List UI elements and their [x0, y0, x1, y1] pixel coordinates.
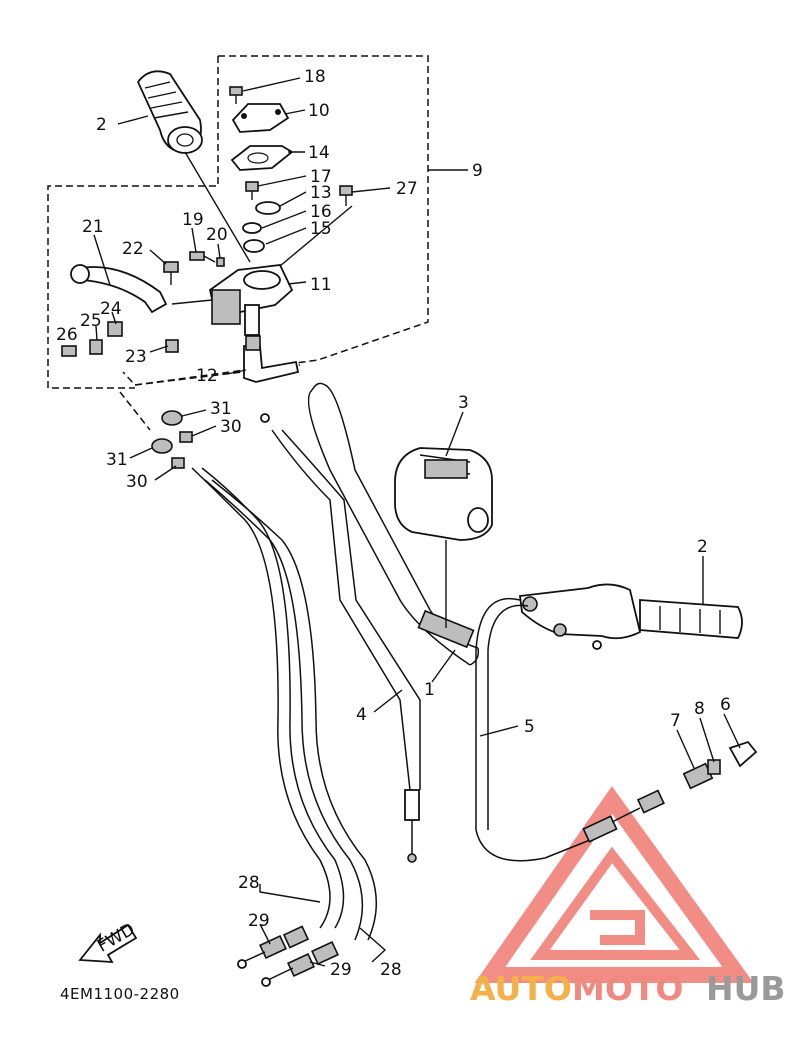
callout-15: 15 [310, 219, 332, 239]
part-28-cable-a [191, 467, 331, 929]
part-4-cable [271, 429, 411, 791]
small-hardware [61, 86, 353, 357]
group-box-upper [122, 55, 429, 386]
callout-21: 21 [82, 217, 104, 237]
part-31-washer-a [161, 410, 183, 426]
left-grip [136, 70, 203, 154]
callout-11: 11 [310, 275, 332, 295]
part-28-cable-b [204, 479, 364, 941]
fwd-arrow: FWD [78, 919, 138, 964]
callout-2-right: 2 [697, 537, 708, 557]
callout-9: 9 [472, 161, 483, 181]
callout-24: 24 [100, 299, 122, 319]
part-30-nut-a [179, 431, 193, 443]
watermark-hub: HUB [706, 969, 786, 1008]
part-3-switch-housing [394, 447, 493, 541]
callout-3: 3 [458, 393, 469, 413]
drawing-code: 4EM1100-2280 [60, 985, 180, 1003]
part-12-bracket [243, 345, 300, 383]
callout-29-b: 29 [330, 960, 352, 980]
part-1-handlebar [307, 382, 480, 666]
callout-13: 13 [310, 183, 332, 203]
callout-8: 8 [694, 699, 705, 719]
part-29-cable-ends [237, 925, 339, 987]
group-box-left [47, 56, 219, 389]
leader-lines [93, 77, 741, 967]
watermark-moto: MOTO [572, 969, 683, 1008]
callout-29-a: 29 [248, 911, 270, 931]
callout-30-b: 30 [126, 472, 148, 492]
callout-30-a: 30 [220, 417, 242, 437]
callout-10: 10 [308, 101, 330, 121]
callout-6: 6 [720, 695, 731, 715]
part-6-7-8-cable-end [582, 740, 758, 843]
callout-16: 16 [310, 202, 332, 222]
callout-20: 20 [206, 225, 228, 245]
callout-23: 23 [125, 347, 147, 367]
part-10-cover [231, 103, 290, 133]
callout-28-a: 28 [238, 873, 260, 893]
callout-27: 27 [396, 179, 418, 199]
callout-17: 17 [310, 167, 332, 187]
part-21-lever [78, 266, 168, 314]
callout-31-a: 31 [210, 399, 232, 419]
watermark-text: AUTO MOTO HUB [470, 969, 786, 1008]
callout-5: 5 [524, 717, 535, 737]
callout-14: 14 [308, 143, 330, 163]
callout-28-b: 28 [380, 960, 402, 980]
callout-22: 22 [122, 239, 144, 259]
callout-labels: 18 2 10 14 9 17 13 27 16 15 21 19 20 22 … [56, 67, 731, 980]
callout-2-left: 2 [96, 115, 107, 135]
right-grip-assembly [518, 583, 743, 650]
watermark-auto: AUTO [470, 969, 572, 1008]
callout-31-b: 31 [106, 450, 128, 470]
part-30-nut-b [171, 457, 185, 469]
callout-19: 19 [182, 210, 204, 230]
callout-18: 18 [304, 67, 326, 87]
callout-12: 12 [196, 366, 218, 386]
callout-7: 7 [670, 711, 681, 731]
watermark-logo [474, 786, 754, 983]
part-31-washer-b [151, 438, 173, 454]
callout-1: 1 [424, 680, 435, 700]
callout-26: 26 [56, 325, 78, 345]
callout-25: 25 [80, 311, 102, 331]
part-5-throttle-cable [475, 597, 591, 862]
callout-4: 4 [356, 705, 367, 725]
